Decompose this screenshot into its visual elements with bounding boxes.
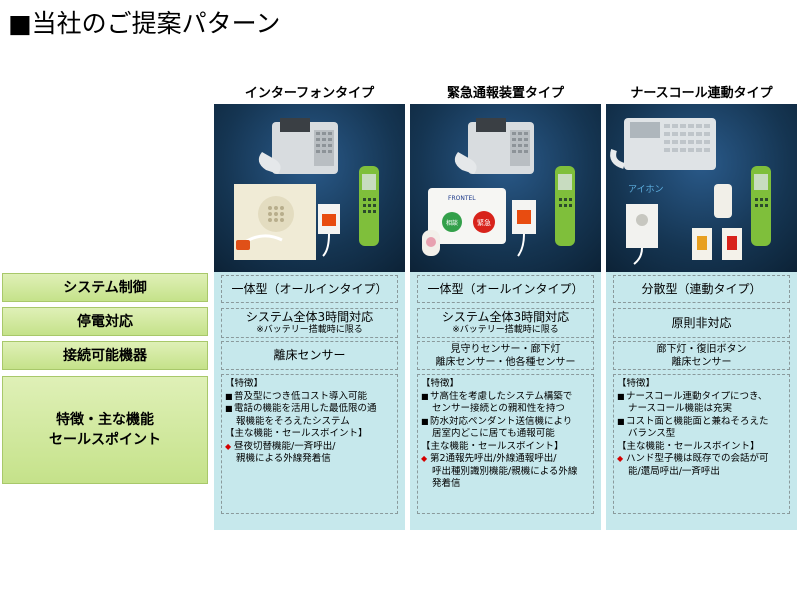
product-photo-emergency: FRONTEL 相談 緊急 [410,104,601,272]
feature-line: ■ナースコール連動タイプにつき、 [617,390,768,402]
emergency-unit-icon: FRONTEL 相談 緊急 [428,188,506,244]
feature-line: 【主な機能・セールスポイント】 [421,440,564,452]
wall-speaker-icon [234,184,316,260]
feature-line: ■電話の機能を活用した最低限の通 [225,403,377,414]
svg-text:相談: 相談 [446,219,458,227]
cordless-handset-icon [555,166,575,246]
column-header: 緊急通報装置タイプ [410,78,601,104]
feature-line: ◆第2通報先呼出/外線通報呼出/ [421,453,557,464]
row-label-power: 停電対応 [2,307,208,336]
svg-text:緊急: 緊急 [477,218,491,227]
feature-line: ■普及型につき低コスト導入可能 [225,390,368,402]
call-button-icon [318,204,340,257]
column-intercom: インターフォンタイプ [214,78,405,530]
cell-devices: 離床センサー [221,341,398,370]
feature-line: 居室内どこに居ても通報可能 [432,428,555,439]
feature-line: ■コスト面と機能面と兼ねそろえた [617,415,769,427]
reset-button-icon [722,228,742,260]
column-header: ナースコール連動タイプ [606,78,797,104]
cell-system: 一体型（オールインタイプ） [221,275,398,303]
cordless-handset-icon [751,166,771,246]
column-nurse-call: ナースコール連動タイプ アイホン [606,78,797,530]
feature-line: 【特徴】 [225,378,264,389]
desk-phone-icon [258,118,338,174]
row-label-system: システム制御 [2,273,208,302]
feature-line: 呼出種別識別機能/親機による外線 [432,465,578,477]
wall-station-icon [626,204,658,265]
page-title-text: 当社のご提案パターン [31,9,281,38]
cell-devices: 廊下灯・復旧ボタン 離床センサー [613,341,790,370]
aiphone-logo: アイホン [628,184,664,195]
row-label-devices: 接続可能機器 [2,341,208,370]
cell-features: 【特徴】 ■サ高住を考慮したシステム構築で センサー接続との親和性を持つ ■防水… [417,374,594,514]
hallway-lamp-icon [714,184,732,218]
desk-phone-icon [454,118,534,174]
column-header: インターフォンタイプ [214,78,405,104]
cell-power: システム全体3時間対応 ※バッテリー搭載時に限る [221,308,398,338]
cell-devices: 見守りセンサー・廊下灯 離床センサー・他各種センサー [417,341,594,370]
feature-line: 【主な機能・セールスポイント】 [617,440,760,452]
feature-line: センサー接続との親和性を持つ [432,403,565,414]
feature-line: 親機による外線発着信 [236,453,331,464]
cordless-handset-icon [359,166,379,246]
feature-line: 【特徴】 [617,378,656,389]
feature-line: 発着信 [432,478,461,489]
cell-features: 【特徴】 ■普及型につき低コスト導入可能 ■電話の機能を活用した最低限の通 報機… [221,374,398,514]
call-button-icon [692,228,712,260]
feature-line: ナースコール機能は充実 [628,403,733,414]
feature-line: 能/還局呼出/一斉呼出 [628,465,720,477]
nurse-console-icon [610,118,716,170]
feature-line: ■防水対応ペンダント送信機により [421,415,573,427]
cell-features: 【特徴】 ■ナースコール連動タイプにつき、 ナースコール機能は充実 ■コスト面と… [613,374,790,514]
row-label-features: 特徴・主な機能 セールスポイント [2,376,208,484]
feature-line: ◆ハンド型子機は既存での会話が可 [617,453,769,464]
call-button-icon [512,200,536,257]
cell-system: 一体型（オールインタイプ） [417,275,594,303]
feature-line: 報機能をそろえたシステム [236,415,350,427]
page-title: ■当社のご提案パターン [8,6,280,42]
cell-power: システム全体3時間対応 ※バッテリー搭載時に限る [417,308,594,338]
product-photo-nurse-call: アイホン [606,104,797,272]
column-emergency: 緊急通報装置タイプ FRONTEL 相談 緊 [410,78,601,530]
feature-line: 【主な機能・セールスポイント】 [225,428,368,439]
feature-line: 【特徴】 [421,378,460,389]
title-square-icon: ■ [8,9,32,38]
cell-power: 原則非対応 [613,308,790,338]
product-photo-intercom [214,104,405,272]
feature-line: ■サ高住を考慮したシステム構築で [421,390,573,402]
pendant-transmitter-icon [422,230,440,256]
feature-line: バランス型 [628,428,676,439]
svg-text:FRONTEL: FRONTEL [448,195,476,202]
feature-line: ◆昼夜切替機能/一斉呼出/ [225,440,336,452]
cell-system: 分散型（連動タイプ） [613,275,790,303]
